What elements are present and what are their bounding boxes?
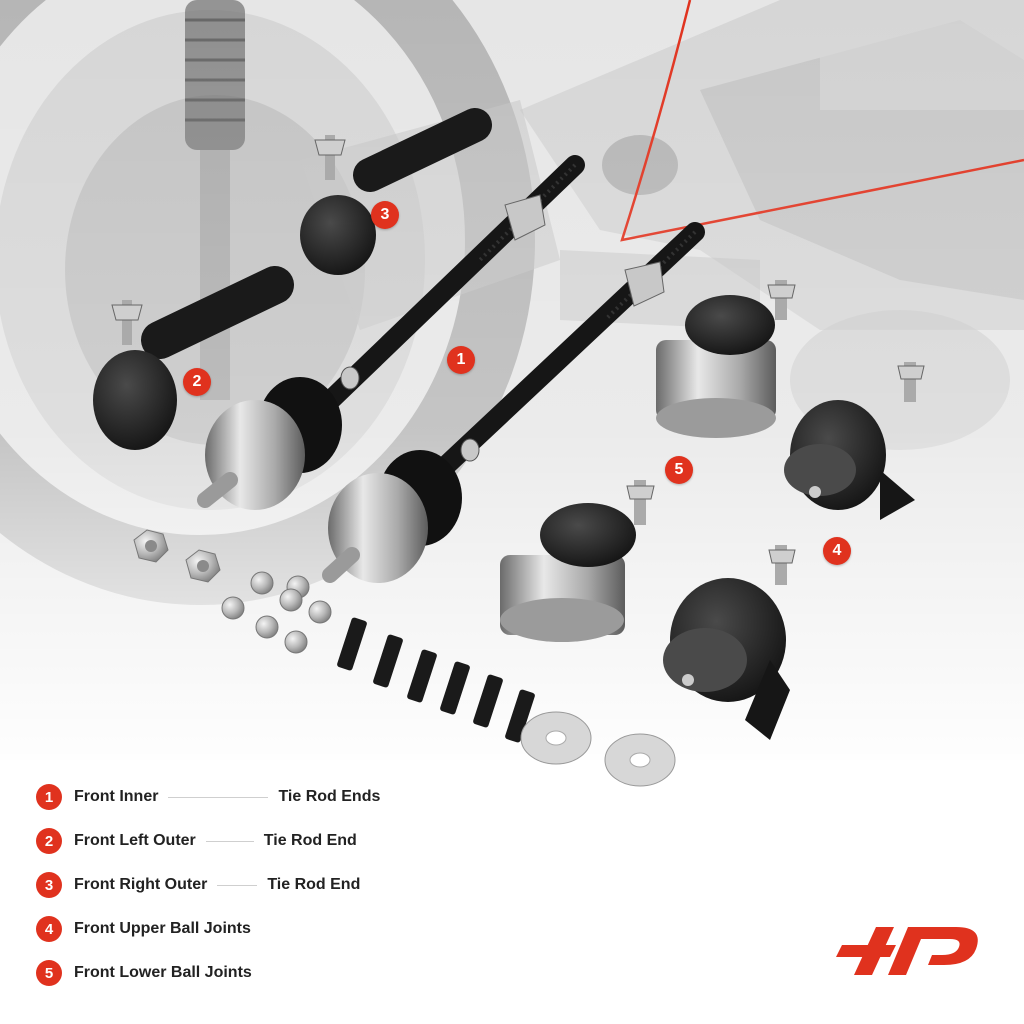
legend-number-4: 4 (36, 916, 62, 942)
small-nuts (221, 571, 332, 654)
legend-number-1: 1 (36, 784, 62, 810)
upper-ball-joint-front (663, 545, 796, 740)
legend-part-type: Tie Rod Ends (278, 788, 381, 805)
legend-divider (217, 884, 258, 886)
legend-part-name: Front Right Outer (74, 876, 208, 893)
legend-part-name: Front Upper Ball Joints (74, 920, 251, 937)
legend-part-type: Tie Rod End (263, 832, 357, 849)
callout-badge-4: 4 (823, 537, 851, 565)
inner-tie-rod-right (322, 222, 705, 583)
legend-number-2: 2 (36, 828, 62, 854)
legend-part-name: Front Inner (74, 788, 159, 805)
legend-part-name: Front Lower Ball Joints (74, 964, 252, 981)
lower-ball-joint-front (500, 480, 655, 642)
legend-row-5: 5 Front Lower Ball Joints (36, 951, 456, 995)
hex-nut-icon (133, 529, 221, 583)
legend-row-2: 2 Front Left Outer Tie Rod End (36, 819, 456, 863)
upper-ball-joint-back (784, 362, 925, 520)
callout-badge-3: 3 (371, 201, 399, 229)
outer-tie-rod-end-right (300, 108, 492, 275)
washer-icon (520, 711, 676, 787)
hardware-kit (133, 529, 676, 787)
legend-row-3: 3 Front Right Outer Tie Rod End (36, 863, 456, 907)
outer-tie-rod-end-left (93, 266, 294, 450)
legend-row-1: 1 Front Inner Tie Rod Ends (36, 775, 456, 819)
legend-divider (168, 796, 269, 798)
inner-tie-rod-left (197, 155, 585, 510)
legend-row-4: 4 Front Upper Ball Joints (36, 907, 456, 951)
callout-badge-1: 1 (447, 346, 475, 374)
lower-ball-joint-back (656, 280, 796, 438)
legend-part-name: Front Left Outer (74, 832, 196, 849)
legend-part-type: Tie Rod End (267, 876, 361, 893)
legend-number-5: 5 (36, 960, 62, 986)
legend-number-3: 3 (36, 872, 62, 898)
parts-legend: 1 Front Inner Tie Rod Ends 2 Front Left … (36, 775, 456, 995)
legend-divider (205, 840, 254, 842)
brand-logo-icon (836, 927, 978, 975)
callout-badge-2: 2 (183, 368, 211, 396)
callout-badge-5: 5 (665, 456, 693, 484)
bolt-icon (337, 617, 535, 743)
